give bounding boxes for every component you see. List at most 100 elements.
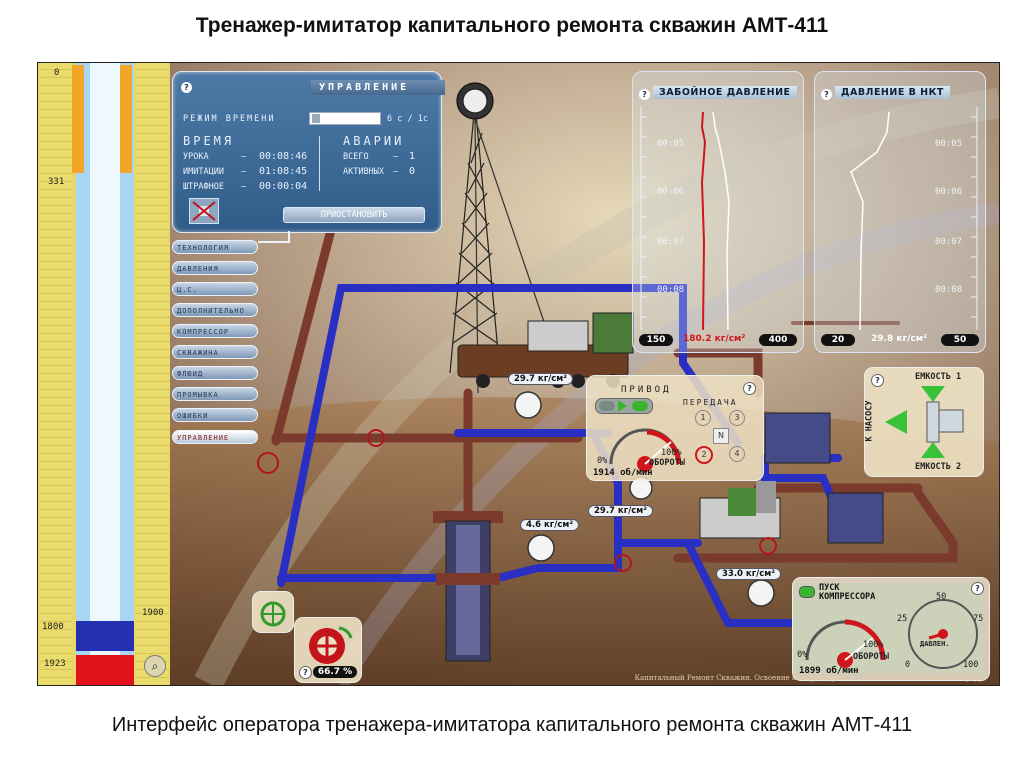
- tubing-pressure-tick: 00:05: [935, 139, 963, 149]
- menu-item-well[interactable]: СКВАЖИНА: [172, 345, 258, 359]
- pressure-gauges: [514, 391, 775, 607]
- mixing-tanks: [764, 412, 884, 544]
- valve-wheels: [257, 429, 777, 572]
- compressor-start-label: ПУСК КОМПРЕССОРА: [819, 583, 876, 602]
- gauge-label-1: 29.7 кг/см²: [508, 373, 573, 385]
- zoom-icon[interactable]: ⌕: [144, 655, 166, 677]
- slide-caption: Интерфейс оператора тренажера-имитатора …: [111, 714, 913, 736]
- pause-button[interactable]: ПРИОСТАНОВИТЬ: [283, 207, 425, 223]
- scale-75: 75: [973, 614, 984, 624]
- menu-item-pressures[interactable]: ДАВЛЕНИЯ: [172, 261, 258, 275]
- compressor-pct-0: 0%: [797, 650, 808, 660]
- valve-open-value: 66.7 %: [313, 666, 357, 678]
- gear-1[interactable]: 1: [695, 410, 711, 426]
- help-icon[interactable]: ?: [181, 82, 192, 93]
- slider-handle[interactable]: [312, 114, 320, 123]
- tank-switch-panel: ? ЕМКОСТЬ 1 ЕМКОСТЬ 2 К НАСОСУ: [864, 367, 984, 477]
- menu-item-control[interactable]: УПРАВЛЕНИЕ: [172, 430, 258, 444]
- time-heading: ВРЕМЯ: [183, 134, 235, 148]
- tubing-pressure-value: 29.8 кг/см²: [871, 334, 928, 344]
- penalty-value: 00:00:04: [259, 181, 308, 192]
- gauge-label-2: 4.6 кг/см²: [520, 519, 580, 531]
- gear-neutral[interactable]: N: [713, 428, 729, 444]
- help-icon[interactable]: ?: [639, 89, 650, 100]
- dash: –: [393, 167, 399, 177]
- menu-item-errors[interactable]: ОШИБКИ: [172, 408, 258, 422]
- lesson-value: 00:08:46: [259, 151, 308, 162]
- drive-title: ПРИВОД: [621, 385, 672, 395]
- play-icon: [618, 400, 627, 412]
- bottom-pressure-value: 180.2 кг/см²: [683, 334, 746, 344]
- penalty-label: ШТРАФНОЕ: [183, 182, 224, 192]
- compressor-panel: ПУСК КОМПРЕССОРА ? 0% 100% ОБОРОТЫ 1899 …: [792, 577, 990, 681]
- compressor-start-button[interactable]: [799, 586, 815, 598]
- scale-100: 100: [963, 660, 979, 670]
- tubing-pressure-curve: [850, 111, 890, 331]
- menu-item-technology[interactable]: ТЕХНОЛОГИЯ: [172, 240, 258, 254]
- lesson-label: УРОКА: [183, 152, 209, 162]
- depth-mark-1800: 1800: [42, 622, 64, 632]
- compressor-pressure-label: ДАВЛЕН.: [920, 640, 950, 648]
- fluid-blue: [76, 621, 134, 651]
- compressor-rpm-value: 1899 об/мин: [799, 666, 859, 676]
- drive-pct-0: 0%: [597, 456, 608, 466]
- menu-item-cs[interactable]: Ц.С.: [172, 282, 258, 296]
- bottom-pressure-max: 400: [759, 334, 797, 346]
- control-panel: ? УПРАВЛЕНИЕ РЕЖИМ ВРЕМЕНИ 6 с / 1с ВРЕМ…: [172, 71, 445, 233]
- compressor-rpm-label: ОБОРОТЫ: [853, 652, 889, 662]
- arrow-up-icon: [921, 442, 945, 458]
- alarms-total-label: ВСЕГО: [343, 152, 369, 162]
- bottom-pressure-title: ЗАБОЙНОЕ ДАВЛЕНИЕ: [653, 86, 797, 99]
- arrow-down-icon: [921, 386, 945, 402]
- drilling-derrick: [449, 82, 559, 394]
- depth-ruler-right: [136, 63, 170, 685]
- help-icon[interactable]: ?: [971, 582, 984, 595]
- menu-item-fluid[interactable]: ФЛЮИД: [172, 366, 258, 380]
- depth-ruler-left: [38, 63, 72, 685]
- tank1-label: ЕМКОСТЬ 1: [915, 372, 962, 382]
- well-tube: [76, 63, 134, 685]
- menu-item-additional[interactable]: ДОПОЛНИТЕЛЬНО: [172, 303, 258, 317]
- sound-off-button[interactable]: [189, 198, 219, 224]
- rpm-dial: [609, 428, 682, 472]
- gear-3[interactable]: 3: [729, 410, 745, 426]
- motor-unit: [699, 481, 781, 539]
- control-panel-title: УПРАВЛЕНИЕ: [311, 80, 445, 95]
- gear-4[interactable]: 4: [729, 446, 745, 462]
- time-mode-value: 6 с / 1с: [387, 114, 428, 124]
- gauge-label-4: 33.0 кг/см²: [716, 568, 781, 580]
- gear-2[interactable]: 2: [695, 446, 713, 464]
- drive-panel: ПРИВОД ? ПЕРЕДАЧА 0% 100% ОБОРОТЫ 1914 о…: [586, 375, 764, 481]
- menu-item-flushing[interactable]: ПРОМЫВКА: [172, 387, 258, 401]
- menu-item-compressor[interactable]: КОМПРЕССОР: [172, 324, 258, 338]
- depth-column: 0 331 1800 1900 1923 ⌕: [38, 63, 170, 685]
- help-icon[interactable]: ?: [821, 89, 832, 100]
- arrow-left-icon: [885, 410, 907, 434]
- scale-0: 0: [905, 660, 911, 670]
- help-icon[interactable]: ?: [871, 374, 884, 387]
- tank-valve-diagram: [885, 386, 964, 458]
- green-valve-icon: [260, 601, 286, 627]
- drive-toggle[interactable]: [595, 398, 653, 414]
- depth-top-mark: 0: [54, 68, 60, 78]
- tank2-label: ЕМКОСТЬ 2: [915, 462, 962, 472]
- tubing-pressure-max: 50: [941, 334, 979, 346]
- simulator-window: 0 331 1800 1900 1923 ⌕ ? УПРАВЛЕНИЕ РЕЖИ…: [37, 62, 1000, 686]
- bottom-pressure-min: 150: [639, 334, 673, 346]
- imitation-label: ИМИТАЦИИ: [183, 167, 224, 177]
- compressor-dials: [805, 599, 978, 669]
- time-mode-slider[interactable]: [309, 112, 381, 125]
- bottom-pressure-tick: 00:08: [657, 285, 685, 295]
- drive-rpm-value: 1914 об/мин: [593, 468, 653, 478]
- valve-toggle-panel[interactable]: [252, 591, 294, 633]
- help-icon[interactable]: ?: [743, 382, 756, 395]
- tubing-pressure-tick: 00:06: [935, 187, 963, 197]
- fluid-red: [76, 655, 134, 685]
- dash: –: [241, 167, 247, 177]
- tubing-pressure-tick: 00:08: [935, 285, 963, 295]
- level-bar-right: [120, 65, 132, 173]
- drive-pct-100: 100%: [661, 448, 682, 458]
- scale-25: 25: [897, 614, 908, 624]
- help-icon[interactable]: ?: [299, 666, 312, 679]
- valve-wheel-icon[interactable]: [295, 618, 361, 682]
